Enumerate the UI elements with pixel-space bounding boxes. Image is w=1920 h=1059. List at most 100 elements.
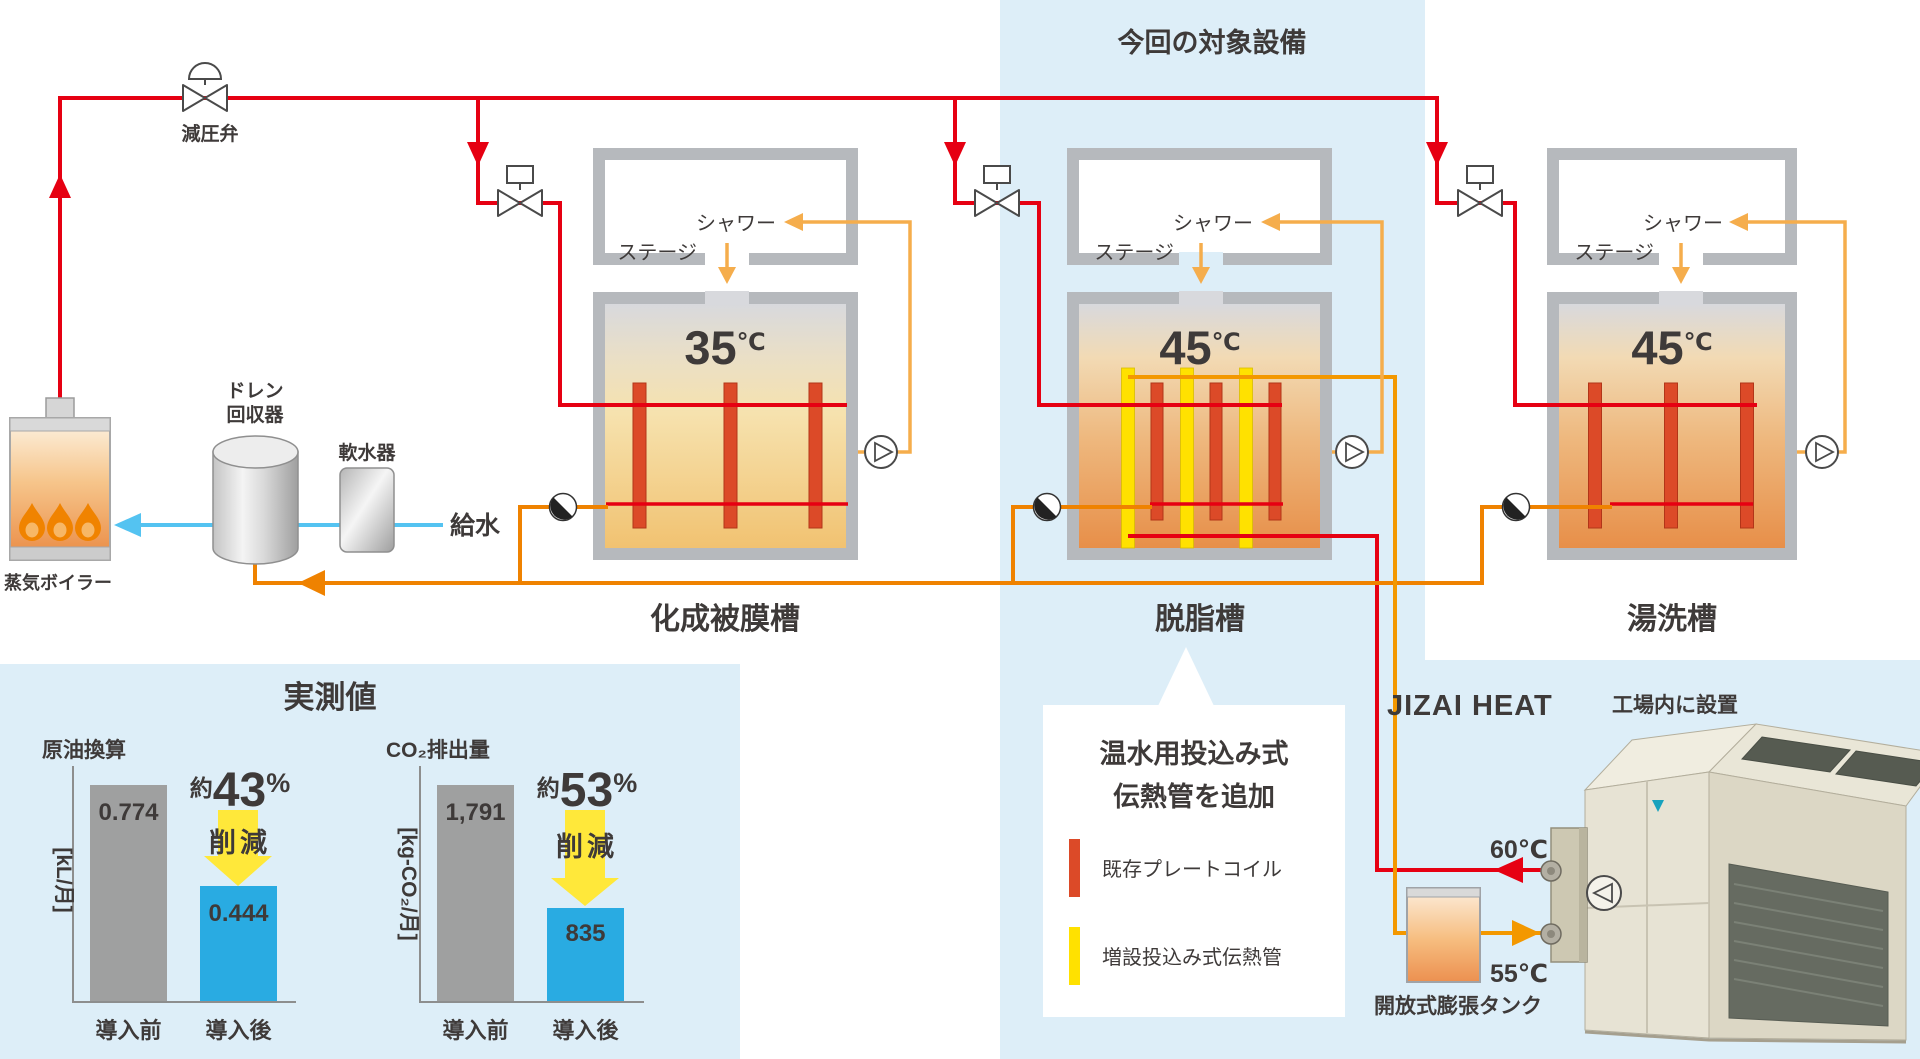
fan-grille-icon [1740,736,1852,773]
stage-label: ステージ [1094,242,1174,264]
trap-half-icon [550,497,573,520]
chart-axis [419,766,644,1003]
down-arrow-icon [1672,267,1690,284]
drain-recovery-label-2: 回収器 [226,404,284,426]
left-arrow-icon [114,513,141,537]
tank2-temperature: 45℃ [1159,321,1240,374]
right-arrow-icon [1512,920,1540,946]
legend-added-label: 増設投込み式伝熱管 [1102,946,1282,969]
pump-triangle-icon [1345,441,1365,463]
unit-base-line [1584,1030,1907,1044]
valve-actuator [506,165,534,184]
immersion-tube [1239,367,1253,549]
legend-callout-triangle [1158,647,1214,706]
tank1-name: 化成被膜槽 [650,603,800,636]
valve-actuator [983,165,1011,184]
shower-arrows [718,213,1748,284]
legend-existing-label: 既存プレートコイル [1102,858,1282,881]
louver-line [1733,921,1884,950]
up-arrow-icon [49,174,71,198]
legend-title-2: 伝熱管を追加 [1113,781,1275,812]
legend-box [1043,647,1345,1017]
left-arrow-icon [1729,213,1748,231]
chart1-before-value: 0.774 [98,799,159,826]
valve-actuator [1466,165,1494,184]
tank3-name: 湯洗槽 [1627,603,1717,636]
fan-grille-icon [1835,750,1920,787]
tank-hot-rinse [1547,148,1797,560]
control-valve-tank3 [1457,165,1503,217]
softener-label: 軟水器 [338,441,396,464]
expansion-tank-body [1406,887,1481,983]
plate-coil [1588,382,1602,529]
down-arrow-icon [1192,267,1210,284]
tank1-temperature: 35℃ [684,321,765,374]
jizai-heat-note: 工場内に設置 [1612,693,1738,717]
chart2-metric-label: CO₂排出量 [386,738,490,762]
tank3-hood-interior [1559,160,1785,253]
drain-cylinder-top [212,435,299,469]
chart1-after-label: 導入後 [205,1018,272,1043]
plate-coil [808,382,823,529]
brand-mark-icon [1652,800,1664,812]
tank1-drain-pipe [518,505,608,583]
plate-coil [1150,382,1164,521]
chart-crude-oil [72,766,296,1003]
immersion-tube [1180,367,1194,549]
chart1-reduction-pct: 約43% [190,764,290,817]
plate-coil [1664,382,1678,529]
chart-co2 [419,766,644,1003]
pump-triangle-icon [874,441,894,463]
expansion-tank-label: 開放式膨張タンク [1374,994,1542,1018]
chart2-before-value: 1,791 [445,799,505,826]
down-arrow-icon [467,142,489,166]
legend-background [1043,705,1345,1017]
feed-water-label: 給水 [450,511,501,540]
steam-trap-tank3 [1501,492,1531,522]
tank2-name: 脱脂槽 [1155,603,1245,636]
louver-line [1733,959,1884,988]
target-equipment-banner: 今回の対象設備 [1118,27,1307,58]
hx-shade [1579,828,1587,962]
side-louver-grille [1728,863,1889,1027]
chart2-before-label: 導入前 [442,1018,508,1043]
immersion-tube [1121,367,1135,549]
tank2-hood-interior [1079,160,1320,253]
steam-boiler [9,397,111,561]
return-temp-label: 55℃ [1490,960,1548,988]
shower-pump-tank2 [1335,435,1369,469]
chart2-after-value: 835 [565,920,605,947]
before-bar [90,785,167,1002]
before-bar [437,785,514,1002]
legend-swatch-added-tube [1069,927,1080,985]
down-arrow-icon [718,267,736,284]
pump-body [864,435,898,469]
valve-bowtie-icon [1457,189,1503,217]
stage-label: ステージ [617,242,697,264]
chart1-reduction-word: 削減 [209,828,271,858]
shower-label: シャワー [1643,213,1723,235]
tank1-bath-slot [705,291,749,305]
tank3-bath-slot [1659,291,1703,305]
chart2-after-label: 導入後 [552,1018,619,1043]
pump-body [1805,435,1839,469]
hx-flange-hole [1547,867,1555,875]
left-arrow-icon [1261,213,1280,231]
down-arrow-icon [1426,142,1448,166]
results-title: 実測値 [284,680,377,715]
after-bar [547,908,624,1002]
valve-bowtie-icon [182,84,228,112]
water-softener-unit [339,467,395,553]
left-arrow-icon [298,570,325,596]
jizai-heat-brand: JIZAI HEAT [1387,690,1553,722]
left-arrow-icon [1494,857,1523,883]
chart1-unit-label: [kL/月] [52,847,75,912]
chart-axis [72,766,296,1003]
plate-heat-exchanger [1540,827,1588,963]
plate-coil [1740,382,1754,529]
steam-main-pipe [58,96,1757,407]
tank2-bath-slot [1179,291,1223,305]
pump-body [1335,435,1369,469]
shower-label: シャワー [1173,213,1253,235]
